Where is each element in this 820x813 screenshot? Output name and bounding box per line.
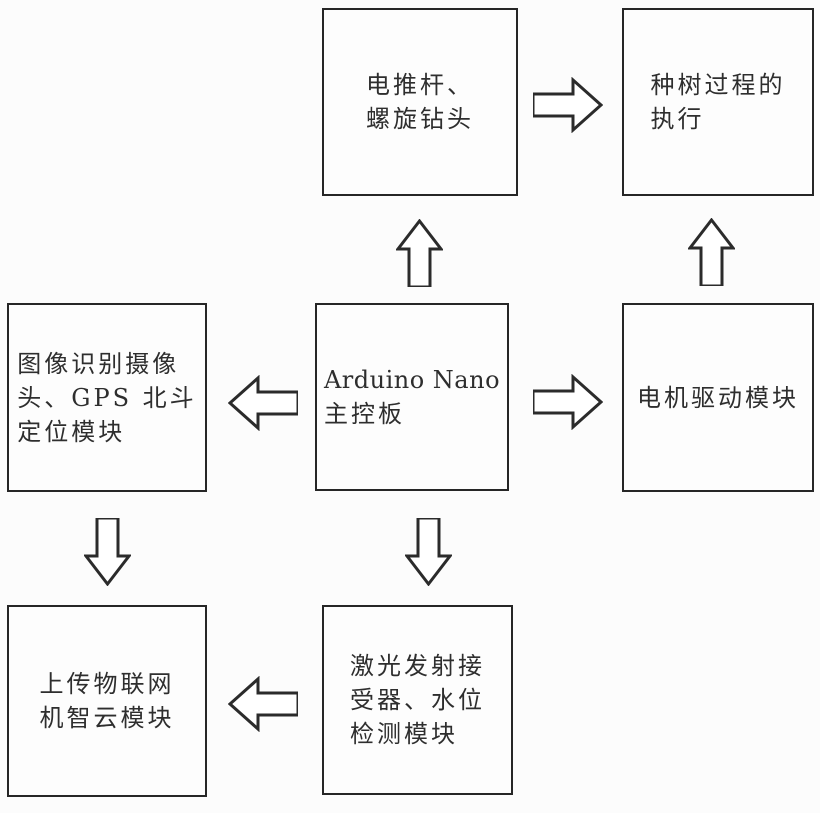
node-label-line: 执行 [650, 105, 705, 133]
node-label: 电推杆、 螺旋钻头 [366, 68, 474, 136]
node-label-line: 电推杆、 [366, 71, 474, 99]
node-label-line: 上传物联网 [39, 670, 175, 698]
node-label-line: 种树过程的 [650, 71, 786, 99]
node-label: 种树过程的 执行 [651, 68, 786, 136]
node-label: 激光发射接 受器、水位 检测模块 [350, 649, 485, 751]
node-motor-driver-module: 电机驱动模块 [622, 303, 814, 492]
arrow-left-laser-water-to-iot-upload [228, 676, 298, 732]
node-label-line: 检测模块 [350, 720, 458, 748]
node-label-line: 图像识别摄像 [17, 349, 180, 378]
node-label-line: 受器、水位 [350, 686, 485, 714]
arrow-left-arduino-to-camera-gps [228, 375, 298, 431]
node-label-line: 机智云模块 [39, 704, 175, 732]
node-iot-gizwits-upload-module: 上传物联网 机智云模块 [7, 605, 207, 797]
node-camera-gps-positioning-module: 图像识别摄像 头、GPS 北斗 定位模块 [7, 303, 207, 492]
node-label-line: 头、GPS 北斗 [17, 383, 197, 412]
node-label-line: 电机驱动模块 [637, 383, 799, 412]
node-tree-planting-execution: 种树过程的 执行 [622, 8, 814, 196]
node-label-line: Arduino Nano [323, 366, 501, 394]
arrow-up-arduino-to-push-rod [396, 219, 443, 287]
node-label-line: 主控板 [323, 400, 405, 428]
node-label: 上传物联网 机智云模块 [40, 667, 175, 735]
arrow-right-arduino-to-motor-driver [533, 374, 603, 430]
node-arduino-nano-main-board: Arduino Nano 主控板 [315, 303, 509, 491]
node-label-line: 激光发射接 [350, 652, 485, 680]
node-electric-push-rod-drill: 电推杆、 螺旋钻头 [322, 8, 518, 196]
node-label-line: 螺旋钻头 [366, 105, 474, 133]
arrow-right-push-rod-to-execution [533, 77, 603, 133]
node-label: Arduino Nano 主控板 [324, 363, 500, 431]
arrow-up-motor-driver-to-execution [688, 218, 735, 286]
node-laser-water-level-detection-module: 激光发射接 受器、水位 检测模块 [322, 605, 513, 795]
node-label-line: 定位模块 [17, 417, 126, 446]
arrow-down-arduino-to-laser-water [405, 518, 452, 586]
node-label: 电机驱动模块 [637, 381, 799, 415]
node-label: 图像识别摄像 头、GPS 北斗 定位模块 [17, 347, 196, 449]
arrow-down-camera-gps-to-iot-upload [84, 518, 131, 586]
